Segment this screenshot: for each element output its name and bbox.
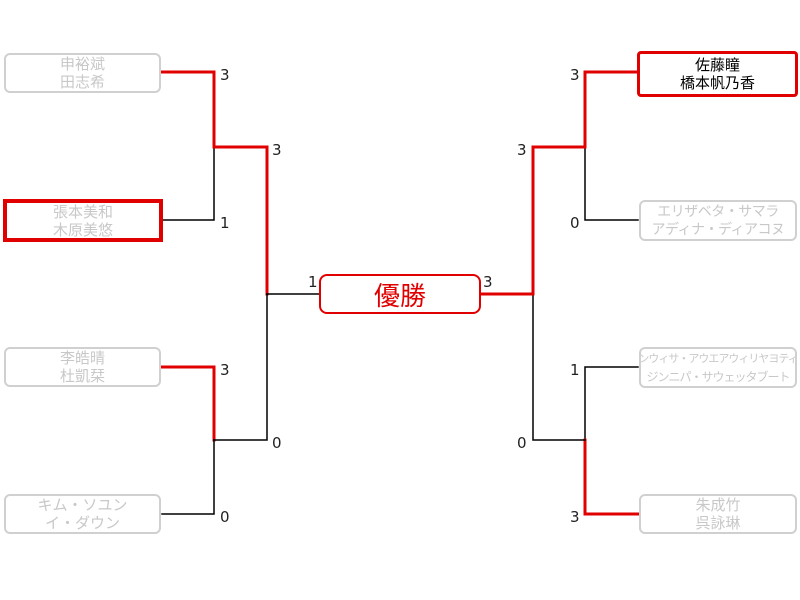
score-left-r2-2: 0 [272,434,282,452]
team-right-2-player-2: アディナ・ディアコヌ [651,221,785,238]
team-right-3: ワンウィサ・アウエアウィリヤヨティン ジンニパ・サウェッタブート [639,347,797,388]
team-left-1-player-2: 田志希 [59,73,105,91]
left-sf-winner-path [212,145,269,296]
right-m2-winner-path [583,438,640,516]
team-left-3-player-2: 杜凱栞 [59,367,105,385]
champion-label: 優勝 [373,281,426,312]
left-m1-loser-path [161,146,215,221]
team-right-2-player-1: エリザベタ・サマラ [657,203,779,220]
team-left-4-player-1: キム・ソユン [37,496,128,514]
team-left-4-player-2: イ・ダウン [44,514,120,532]
left-sf-loser-path [213,293,268,441]
score-left-final: 1 [308,273,318,291]
right-m2-loser-path [584,366,639,441]
team-right-3-player-1: ワンウィサ・アウエアウィリヤヨティン [639,351,797,365]
left-bracket [160,70,321,515]
team-right-1: 佐藤瞳 橋本帆乃香 [637,51,798,97]
champion-box: 優勝 [319,274,481,314]
team-left-1: 申裕斌 田志希 [4,53,161,93]
right-sf-winner-path [531,145,587,296]
team-right-2: エリザベタ・サマラ アディナ・ディアコヌ [639,200,797,241]
score-left-r1-2: 1 [220,214,230,232]
score-right-r1-2: 0 [570,214,580,232]
score-left-r1-1: 3 [220,66,230,84]
left-m2-winner-path [160,365,216,442]
team-right-4-player-2: 呉詠琳 [695,514,741,532]
right-bracket [478,70,640,516]
score-left-r1-3: 3 [220,361,230,379]
team-right-3-player-2: ジンニパ・サウェッタブート [646,369,790,384]
left-m1-winner-path [160,70,216,149]
team-left-2-player-2: 木原美悠 [52,220,113,239]
team-left-3-player-1: 李皓晴 [59,349,105,367]
score-right-r2-2: 0 [517,434,527,452]
team-right-1-player-1: 佐藤瞳 [694,56,740,74]
score-right-r1-4: 3 [570,508,580,526]
score-left-r1-4: 0 [220,508,230,526]
team-right-4-player-1: 朱成竹 [695,496,741,514]
team-left-4: キム・ソユン イ・ダウン [4,494,161,534]
team-left-2-player-1: 張本美和 [52,202,113,221]
team-right-1-player-2: 橋本帆乃香 [679,74,755,92]
team-left-3: 李皓晴 杜凱栞 [4,347,161,387]
score-right-r1-3: 1 [570,361,580,379]
team-left-1-player-1: 申裕斌 [59,55,105,73]
left-m2-loser-path [161,439,215,515]
right-sf-loser-path [532,293,586,441]
team-right-4: 朱成竹 呉詠琳 [639,494,797,534]
right-m1-winner-path [583,70,640,149]
score-right-r1-1: 3 [570,66,580,84]
score-left-r2-1: 3 [272,141,282,159]
score-right-final: 3 [483,273,493,291]
score-right-r2-1: 3 [517,141,527,159]
team-left-2: 張本美和 木原美悠 [3,199,163,242]
right-m1-loser-path [584,146,639,221]
